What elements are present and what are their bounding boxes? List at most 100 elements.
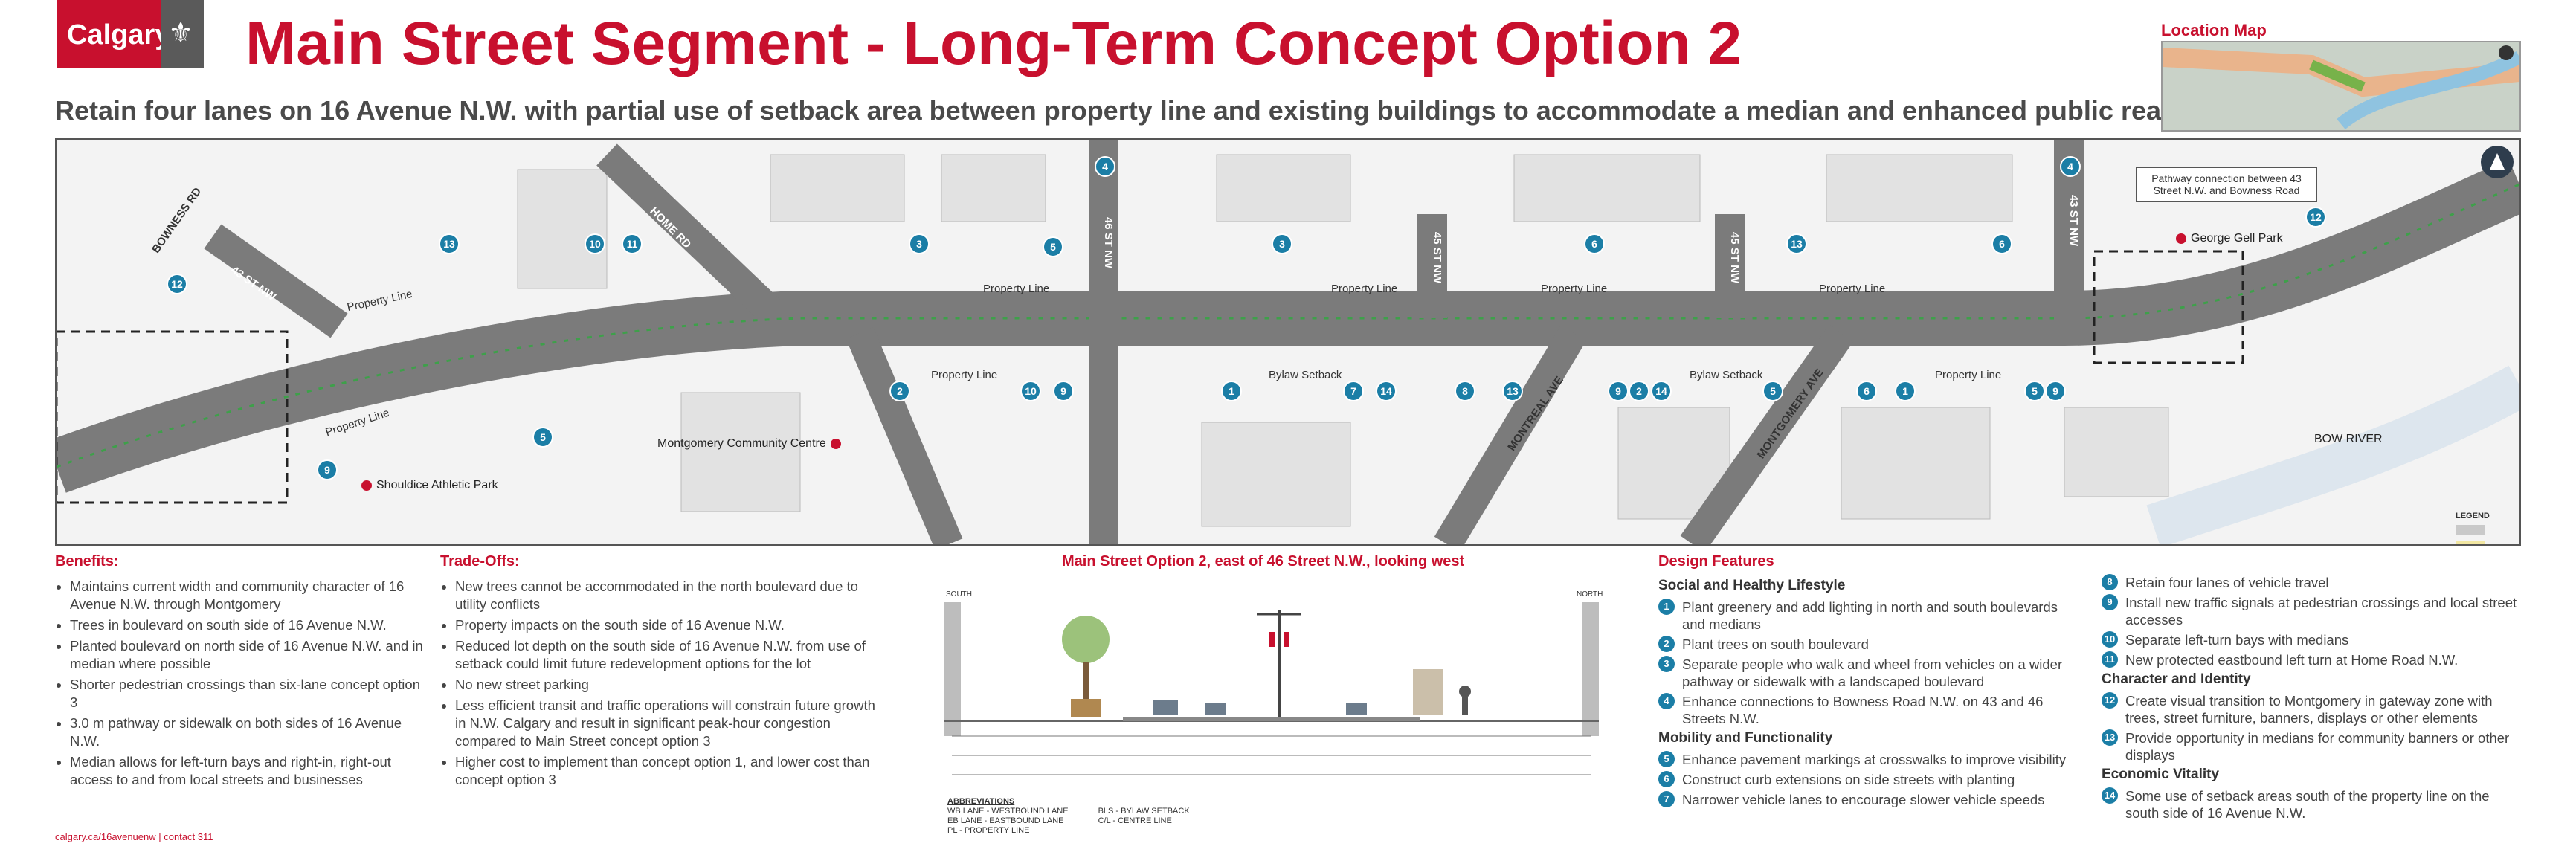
benefit-item: Shorter pedestrian crossings than six-la… <box>70 676 427 712</box>
poi-label: George Gell Park <box>2191 232 2283 245</box>
marker-9: 9 <box>1608 381 1629 401</box>
marker-11: 11 <box>622 233 643 254</box>
tradeoff-item: Higher cost to implement than concept op… <box>455 753 886 789</box>
marker-10: 10 <box>585 233 605 254</box>
design-features: Design Features Social and Healthy Lifes… <box>1658 553 2075 811</box>
cross-section-graphic <box>944 602 1599 775</box>
bylaw-setback-label: Bylaw Setback <box>1690 369 1763 381</box>
benefit-item: 3.0 m pathway or sidewalk on both sides … <box>70 715 427 750</box>
feature-number-icon: 13 <box>2102 729 2118 746</box>
bow-river-label: BOW RIVER <box>2314 433 2383 445</box>
tradeoff-item: No new street parking <box>455 676 886 694</box>
calgary-logo: Calgary ⚜ <box>57 0 204 68</box>
marker-14: 14 <box>1651 381 1672 401</box>
bylaw-setback-label: Bylaw Setback <box>1269 369 1342 381</box>
feature-number-icon: 6 <box>1658 771 1675 787</box>
tradeoff-item: Reduced lot depth on the south side of 1… <box>455 637 886 673</box>
feature-number-icon: 14 <box>2102 787 2118 804</box>
property-line-label: Property Line <box>1935 369 2002 381</box>
plan-drawing <box>57 140 2519 544</box>
marker-9: 9 <box>1053 381 1074 401</box>
feature-number-icon: 11 <box>2102 651 2118 668</box>
tradeoff-item: Property impacts on the south side of 16… <box>455 616 886 634</box>
location-map <box>2161 41 2521 132</box>
south-label: SOUTH <box>946 590 972 599</box>
feature-number-icon: 2 <box>1658 636 1675 652</box>
legend-title: LEGEND <box>2456 512 2490 520</box>
benefit-item: Planted boulevard on north side of 16 Av… <box>70 637 427 673</box>
marker-6: 6 <box>1856 381 1877 401</box>
marker-10: 10 <box>1020 381 1041 401</box>
north-label: NORTH <box>1577 590 1603 599</box>
street-label-43-st-east: 43 ST NW <box>2067 194 2081 247</box>
abbr-line: PL - PROPERTY LINE <box>947 826 1030 835</box>
marker-6: 6 <box>1991 233 2012 254</box>
property-line-label: Property Line <box>1331 283 1398 295</box>
poi-montgomery-cc: Montgomery Community Centre <box>657 437 846 451</box>
crest-icon: ⚜ <box>161 0 204 68</box>
feature-number-icon: 7 <box>1658 791 1675 807</box>
marker-8: 8 <box>1455 381 1475 401</box>
marker-5: 5 <box>1043 236 1063 257</box>
poi-marker-icon <box>361 480 372 491</box>
marker-6: 6 <box>1584 233 1605 254</box>
street-label-45-st: 45 ST NW <box>1431 231 1444 284</box>
poi-marker-icon <box>830 438 841 449</box>
marker-2: 2 <box>889 381 910 401</box>
poi-shouldice: Shouldice Athletic Park <box>361 479 498 492</box>
footer-link[interactable]: calgary.ca/16avenuenw | contact 311 <box>55 831 213 842</box>
location-map-title: Location Map <box>2161 21 2267 39</box>
page-subtitle: Retain four lanes on 16 Avenue N.W. with… <box>55 95 2193 126</box>
group-title: Character and Identity <box>2102 671 2251 687</box>
abbreviations: ABBREVIATIONS WB LANE - WESTBOUND LANE E… <box>947 797 1190 836</box>
legend-swatch <box>2456 541 2485 544</box>
tradeoff-item: Less efficient transit and traffic opera… <box>455 697 886 750</box>
marker-13: 13 <box>1786 233 1807 254</box>
logo-text: Calgary <box>67 19 171 51</box>
feature-number-icon: 1 <box>1658 599 1675 615</box>
marker-5: 5 <box>2024 381 2045 401</box>
poi-label: Montgomery Community Centre <box>657 437 826 450</box>
page-title: Main Street Segment - Long-Term Concept … <box>245 10 1742 77</box>
feature-number-icon: 5 <box>1658 751 1675 767</box>
feature-number-icon: 3 <box>1658 656 1675 672</box>
marker-9: 9 <box>317 459 338 480</box>
legend-swatch <box>2456 525 2485 535</box>
pathway-callout: Pathway connection between 43 Street N.W… <box>2136 167 2317 202</box>
tradeoff-item: New trees cannot be accommodated in the … <box>455 578 886 613</box>
group-title: Social and Healthy Lifestyle <box>1658 578 1846 593</box>
design-features-heading: Design Features <box>1658 553 1774 570</box>
street-label-45-st-b: 45 ST NW <box>1728 231 1742 284</box>
benefits-section: Benefits: Maintains current width and co… <box>55 553 427 792</box>
abbr-line: EB LANE - EASTBOUND LANE <box>947 816 1064 825</box>
property-line-label: Property Line <box>931 369 998 381</box>
benefit-item: Maintains current width and community ch… <box>70 578 427 613</box>
cross-section-diagram: SOUTH NORTH <box>944 580 1603 803</box>
marker-4: 4 <box>1095 156 1115 177</box>
benefits-heading: Benefits: <box>55 553 119 570</box>
abbr-title: ABBREVIATIONS <box>947 797 1015 806</box>
poi-label: Shouldice Athletic Park <box>376 479 498 491</box>
feature-number-icon: 10 <box>2102 631 2118 648</box>
marker-3: 3 <box>1272 233 1292 254</box>
cross-section-title: Main Street Option 2, east of 46 Street … <box>1062 553 1465 570</box>
marker-1: 1 <box>1221 381 1242 401</box>
group-title: Mobility and Functionality <box>1658 730 1833 746</box>
marker-13: 13 <box>439 233 460 254</box>
marker-3: 3 <box>909 233 930 254</box>
street-label-46-st: 46 ST NW <box>1102 216 1115 269</box>
tradeoffs-section: Trade-Offs: New trees cannot be accommod… <box>440 553 886 792</box>
marker-9: 9 <box>2045 381 2066 401</box>
